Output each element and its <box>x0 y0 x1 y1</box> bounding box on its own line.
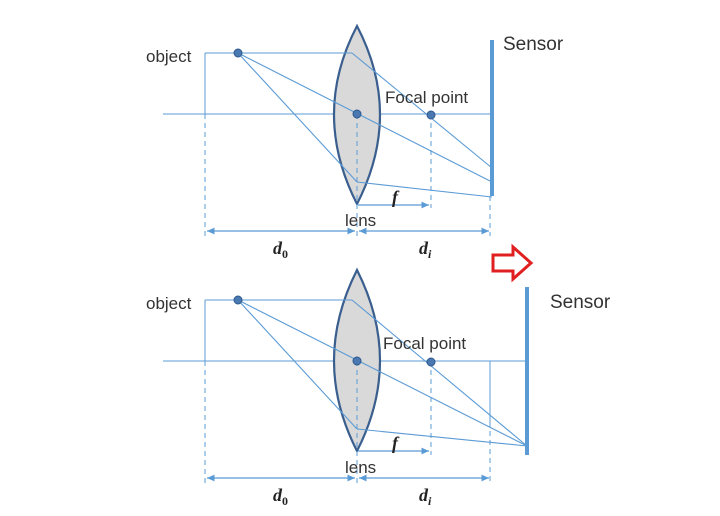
di-label: di <box>419 485 432 508</box>
lens-center-point <box>352 109 362 119</box>
lens-label: lens <box>345 211 376 230</box>
d0-label: d0 <box>273 238 288 261</box>
lens-center-point <box>352 356 362 366</box>
bottom-diagram: object Focal point Sensor lens f d0 di <box>146 267 611 508</box>
d0-label-sub: 0 <box>282 247 288 261</box>
lens-label: lens <box>345 458 376 477</box>
focal-point-marker <box>426 357 436 367</box>
ray-focal-out <box>356 181 493 198</box>
focal-point-marker <box>426 110 436 120</box>
di-label-main: d <box>419 238 429 258</box>
ray-focal-in <box>237 52 358 183</box>
focal-point-label: Focal point <box>385 88 468 107</box>
di-label-main: d <box>419 485 429 505</box>
d0-label: d0 <box>273 485 288 508</box>
object-point <box>233 295 243 305</box>
ray-parallel-out <box>351 52 493 169</box>
f-label: f <box>392 433 400 453</box>
focal-point-label: Focal point <box>383 334 466 353</box>
d0-label-main: d <box>273 485 283 505</box>
ray-center <box>237 299 528 447</box>
di-label-sub: i <box>428 494 432 508</box>
d0-label-sub: 0 <box>282 494 288 508</box>
ray-focal-out <box>356 428 528 447</box>
object-label: object <box>146 47 192 66</box>
ray-parallel-out <box>351 299 528 447</box>
ray-focal-in <box>237 299 358 430</box>
right-arrow-outline-icon <box>491 243 534 283</box>
di-label: di <box>419 238 432 261</box>
sensor-label: Sensor <box>503 34 564 55</box>
f-label: f <box>392 187 400 207</box>
ray-center <box>237 52 493 183</box>
sensor-label: Sensor <box>550 292 611 313</box>
d0-label-main: d <box>273 238 283 258</box>
object-label: object <box>146 294 192 313</box>
top-diagram: object Focal point Sensor lens f d0 di <box>146 23 564 261</box>
object-point <box>233 48 243 58</box>
di-label-sub: i <box>428 247 432 261</box>
